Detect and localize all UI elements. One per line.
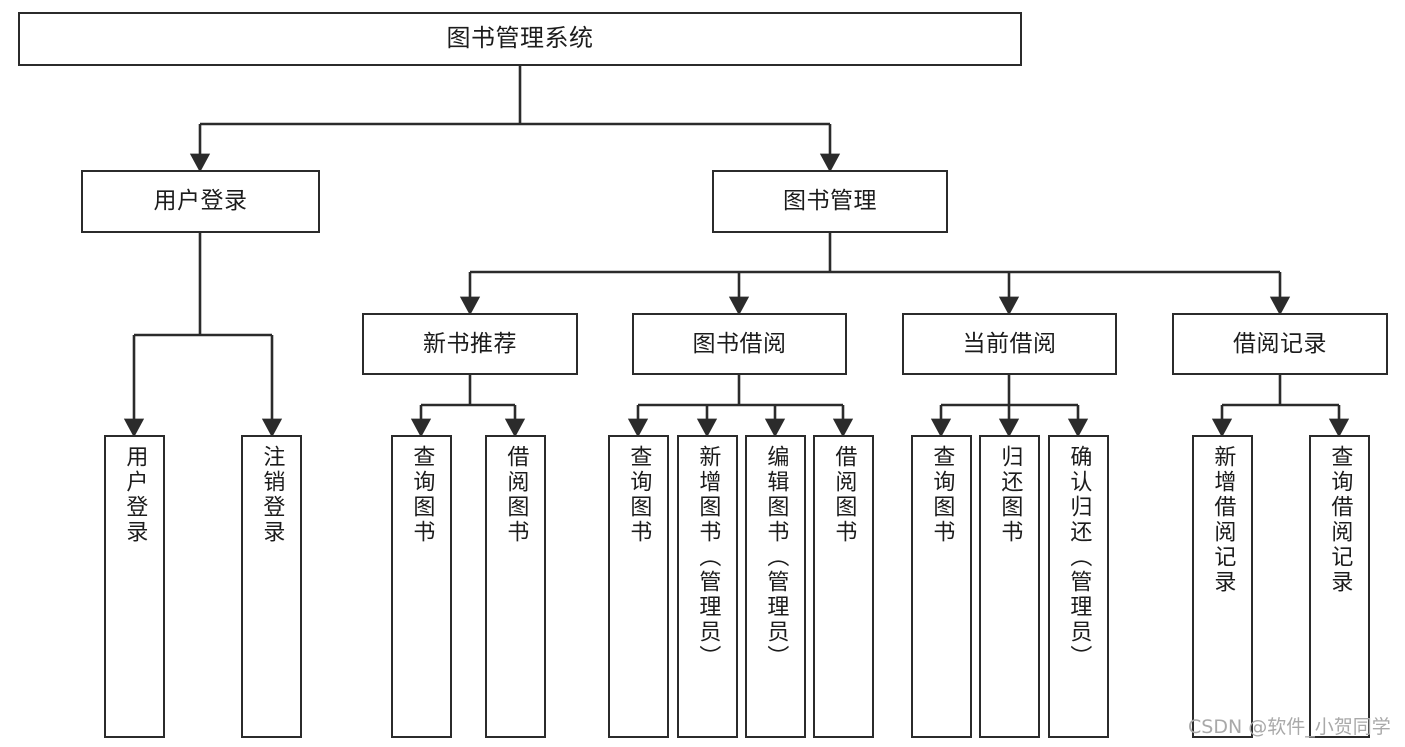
leaf-current-borrow-confirm-return[interactable]: 确认归还（管理员） [1048,435,1109,738]
node-current-borrow[interactable]: 当前借阅 [902,313,1117,375]
node-label: 新书推荐 [423,330,517,357]
leaf-user-login-login[interactable]: 用户登录 [104,435,165,738]
leaf-current-borrow-query[interactable]: 查询图书 [911,435,972,738]
leaf-book-borrow-query[interactable]: 查询图书 [608,435,669,738]
node-label: 当前借阅 [962,330,1057,357]
node-new-book-recommend[interactable]: 新书推荐 [362,313,578,375]
node-label: 借阅图书 [831,445,857,545]
node-label: 借阅记录 [1233,330,1327,357]
leaf-book-borrow-edit[interactable]: 编辑图书（管理员） [745,435,806,738]
node-label: 新增借阅记录 [1210,445,1236,595]
node-label: 用户登录 [122,445,148,545]
node-label: 确认归还（管理员） [1066,445,1092,670]
node-label: 借阅图书 [503,445,529,545]
node-label: 图书借阅 [692,330,787,357]
node-label: 查询图书 [626,445,652,545]
node-label: 查询图书 [409,445,435,545]
node-user-login[interactable]: 用户登录 [81,170,320,233]
node-borrow-record[interactable]: 借阅记录 [1172,313,1388,375]
node-label: 图书管理 [783,188,877,215]
node-label: 图书管理系统 [446,24,594,53]
leaf-new-book-query[interactable]: 查询图书 [391,435,452,738]
leaf-user-login-logout[interactable]: 注销登录 [241,435,302,738]
node-label: 编辑图书（管理员） [763,445,789,670]
node-label: 新增图书（管理员） [695,445,721,670]
leaf-new-book-borrow[interactable]: 借阅图书 [485,435,546,738]
node-label: 用户登录 [153,188,248,215]
leaf-book-borrow-borrow[interactable]: 借阅图书 [813,435,874,738]
node-book-management[interactable]: 图书管理 [712,170,948,233]
node-label: 查询图书 [929,445,955,545]
node-label: 查询借阅记录 [1327,445,1353,595]
leaf-borrow-record-add[interactable]: 新增借阅记录 [1192,435,1253,738]
leaf-book-borrow-add[interactable]: 新增图书（管理员） [677,435,738,738]
node-label: 归还图书 [997,445,1023,545]
leaf-current-borrow-return[interactable]: 归还图书 [979,435,1040,738]
node-root-system[interactable]: 图书管理系统 [18,12,1022,66]
node-label: 注销登录 [259,445,285,545]
node-book-borrow[interactable]: 图书借阅 [632,313,847,375]
leaf-borrow-record-query[interactable]: 查询借阅记录 [1309,435,1370,738]
